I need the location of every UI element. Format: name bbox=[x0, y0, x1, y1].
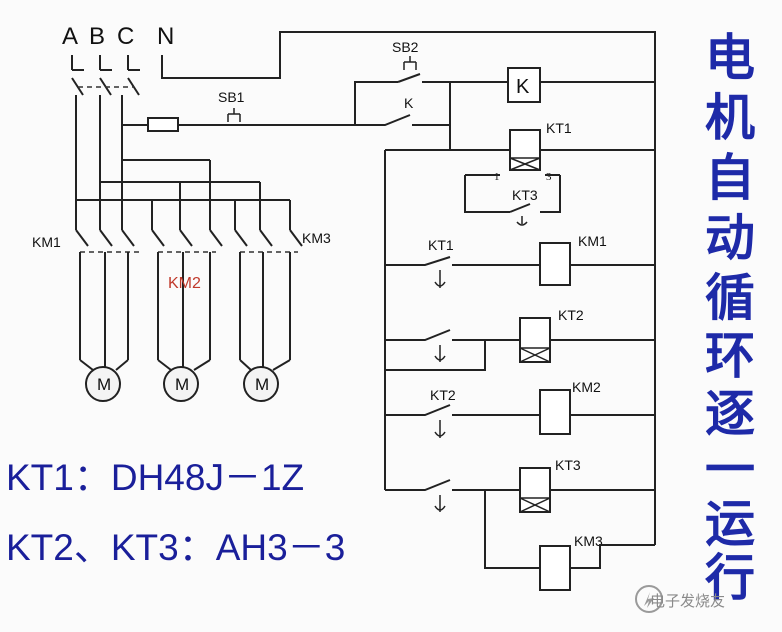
km2-coil bbox=[539, 389, 571, 435]
fuse bbox=[147, 117, 179, 132]
phase-c-label: C bbox=[117, 23, 134, 50]
km3-coil bbox=[539, 545, 571, 591]
title-char-1: 电 bbox=[705, 29, 755, 87]
sb2-label: SB2 bbox=[392, 39, 419, 55]
kt2-contact-label: KT2 bbox=[430, 387, 456, 403]
pin-1-label: 1 bbox=[494, 171, 500, 183]
phase-buses bbox=[75, 95, 291, 230]
km2-contact-label: KM2 bbox=[168, 275, 201, 292]
phase-a-label: A bbox=[62, 23, 78, 50]
k-coil-label: K bbox=[516, 76, 530, 98]
title-char-3: 自 bbox=[705, 149, 755, 207]
km3-contact-label: KM3 bbox=[302, 230, 331, 246]
model-line-1: KT1：DH48J－1Z bbox=[6, 457, 304, 498]
kt1-label: KT1 bbox=[546, 120, 572, 136]
kt2-label: KT2 bbox=[558, 307, 584, 323]
motor-1: M bbox=[79, 359, 129, 402]
phase-b-label: B bbox=[89, 23, 105, 50]
km1-contact-label: KM1 bbox=[32, 234, 61, 250]
motor-1-label: M bbox=[97, 375, 111, 394]
model-line-2: KT2、KT3：AH3－3 bbox=[6, 527, 345, 568]
sb1-button[interactable] bbox=[222, 108, 355, 126]
motor-3-label: M bbox=[255, 375, 269, 394]
watermark-logo-icon bbox=[635, 585, 663, 613]
pin-3-label: 3 bbox=[546, 171, 552, 183]
watermark-text: 电子发烧友 bbox=[650, 592, 726, 610]
title-char-5: 循 bbox=[705, 269, 755, 327]
title-char-4: 动 bbox=[705, 209, 755, 267]
main-breaker bbox=[71, 55, 140, 96]
sb2-button[interactable] bbox=[397, 56, 421, 83]
title-char-8: 一 bbox=[705, 441, 755, 499]
neutral-line bbox=[161, 31, 656, 545]
kt3-label: KT3 bbox=[555, 457, 581, 473]
k-coil bbox=[507, 67, 541, 103]
km1-coil-label: KM1 bbox=[578, 233, 607, 249]
contactor-contacts bbox=[75, 229, 303, 360]
sb1-label: SB1 bbox=[218, 89, 245, 105]
motor-3: M bbox=[239, 359, 291, 402]
motor-2: M bbox=[157, 359, 211, 402]
kt1-contact-label: KT1 bbox=[428, 237, 454, 253]
kt3-contact-label: KT3 bbox=[512, 187, 538, 203]
k-contact-label: K bbox=[404, 95, 414, 111]
title-char-10: 行 bbox=[705, 549, 755, 607]
title-char-7: 逐 bbox=[705, 385, 755, 443]
km2-coil-label: KM2 bbox=[572, 379, 601, 395]
motor-2-label: M bbox=[175, 375, 189, 394]
title-char-2: 机 bbox=[705, 89, 755, 147]
km1-coil bbox=[539, 242, 571, 286]
title-char-6: 环 bbox=[705, 327, 755, 385]
km3-coil-label: KM3 bbox=[574, 533, 603, 549]
title-char-9: 运 bbox=[705, 495, 755, 553]
phase-n-label: N bbox=[157, 23, 174, 50]
